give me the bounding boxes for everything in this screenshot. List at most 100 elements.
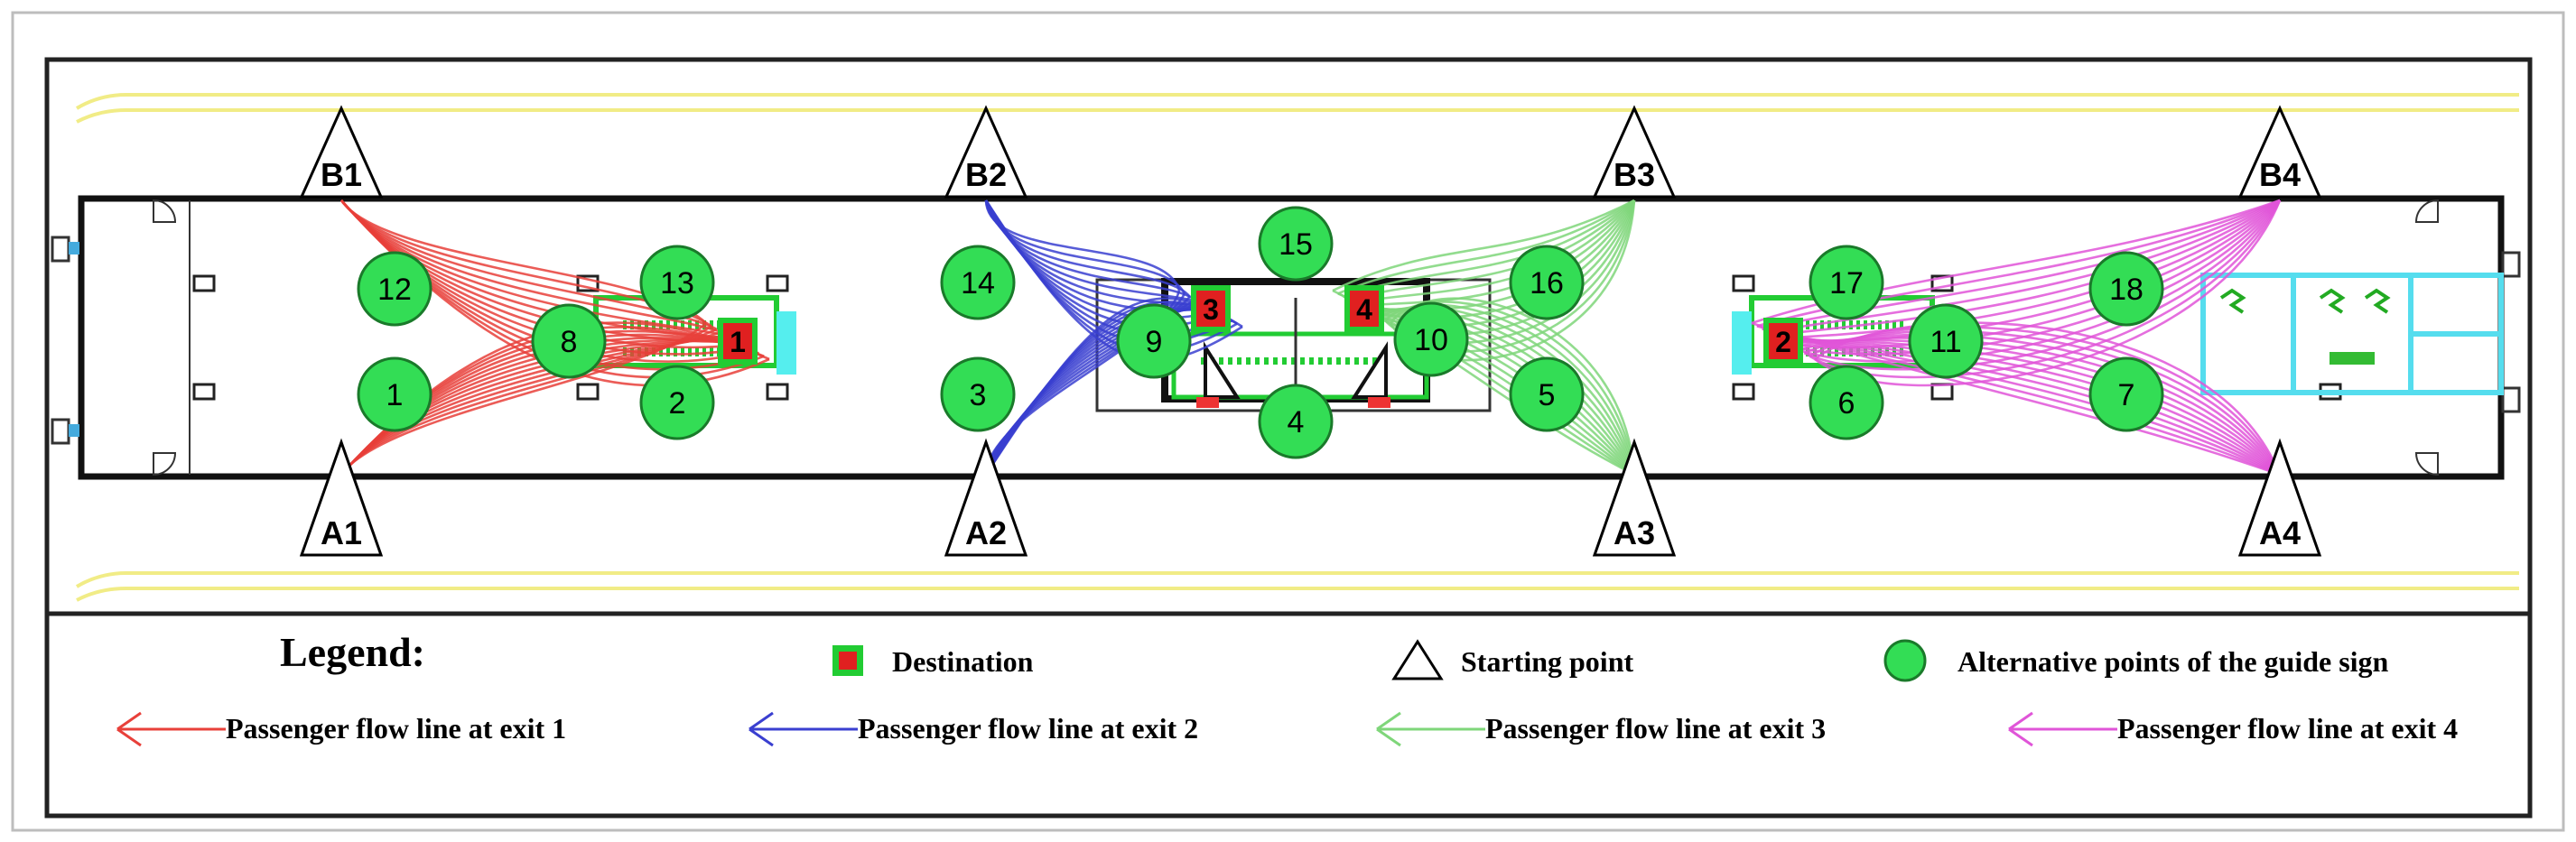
guide-point-label: 14	[961, 266, 995, 301]
starting-point-b3: B3	[1592, 105, 1677, 199]
legend: Legend: Destination Starting point Alter…	[116, 629, 2458, 747]
guide-point-11: 11	[1908, 303, 1984, 379]
guide-point-label: 5	[1539, 378, 1556, 412]
starting-point-label: B3	[1613, 156, 1655, 193]
guide-point-10: 10	[1393, 301, 1469, 377]
legend-flow-exit-1: Passenger flow line at exit 1	[116, 711, 566, 747]
flow-line-exit-4	[1778, 199, 2281, 339]
guide-point-2: 2	[639, 365, 715, 440]
guide-point-12: 12	[357, 251, 432, 327]
guide-point-label: 15	[1279, 227, 1313, 262]
starting-point-a4: A4	[2237, 438, 2322, 557]
flow-line-exit-4	[1814, 321, 2282, 476]
guide-point-9: 9	[1116, 303, 1192, 379]
destination-label: 1	[730, 326, 746, 358]
guide-point-15: 15	[1258, 206, 1334, 282]
guide-point-3: 3	[940, 356, 1016, 432]
guide-point-1: 1	[357, 356, 432, 432]
destination-1: 1	[718, 318, 758, 365]
legend-title: Legend:	[280, 629, 425, 675]
guide-point-label: 9	[1146, 325, 1163, 359]
destination-2: 2	[1763, 318, 1803, 365]
legend-flow-label: Passenger flow line at exit 2	[858, 712, 1198, 745]
legend-flow-exit-2: Passenger flow line at exit 2	[749, 711, 1198, 747]
guide-point-label: 3	[970, 378, 987, 412]
starting-point-a2: A2	[944, 438, 1028, 557]
guide-point-18: 18	[2088, 251, 2164, 327]
triangle-marker	[299, 438, 384, 557]
destination-label: 4	[1356, 293, 1372, 326]
guide-point-label: 8	[561, 325, 578, 359]
destination-label: 2	[1775, 326, 1791, 358]
flow-line-exit-3	[1353, 199, 1635, 304]
starting-point-a1: A1	[299, 438, 384, 557]
guide-point-label: 2	[669, 386, 686, 421]
legend-flow-exit-4: Passenger flow line at exit 4	[2008, 711, 2458, 747]
triangle-marker	[944, 105, 1028, 199]
starting-point-b4: B4	[2237, 105, 2322, 199]
starting-point-label: A4	[2259, 514, 2301, 551]
guide-point-label: 6	[1838, 386, 1855, 421]
flow-line-exit-4	[1772, 199, 2281, 337]
guide-point-4: 4	[1258, 384, 1334, 459]
triangle-marker	[1592, 438, 1677, 557]
guide-point-label: 1	[386, 378, 404, 412]
triangle-marker	[299, 105, 384, 199]
guide-point-label: 12	[377, 273, 412, 307]
flow-line-exit-4	[1799, 199, 2282, 363]
legend-guide-label: Alternative points of the guide sign	[1958, 645, 2389, 678]
legend-flow-lines: Passenger flow line at exit 1 Passenger f…	[116, 711, 2458, 747]
legend-destination-label: Destination	[892, 645, 1034, 678]
guide-point-label: 4	[1288, 405, 1305, 440]
guide-point-16: 16	[1509, 245, 1585, 320]
guide-point-17: 17	[1809, 245, 1884, 320]
legend-start-label: Starting point	[1461, 645, 1633, 678]
legend-guide-swatch	[1883, 639, 1927, 682]
triangle-marker	[2237, 105, 2322, 199]
triangle-marker	[1592, 105, 1677, 199]
flow-line-exit-3	[1348, 199, 1635, 301]
legend-flow-label: Passenger flow line at exit 3	[1485, 712, 1826, 745]
destination-label: 3	[1203, 293, 1219, 326]
arrow-icon	[2008, 711, 2117, 747]
guide-point-label: 17	[1829, 266, 1864, 301]
arrow-icon	[1376, 711, 1485, 747]
legend-start-swatch	[1391, 639, 1444, 680]
flow-line-exit-3	[1337, 199, 1635, 295]
starting-point-label: A1	[321, 514, 362, 551]
guide-point-label: 7	[2118, 378, 2135, 412]
guide-point-label: 18	[2109, 273, 2144, 307]
destinations: 1 2 3 4	[718, 285, 1803, 365]
guide-point-8: 8	[531, 303, 607, 379]
guide-point-7: 7	[2088, 356, 2164, 432]
starting-point-a3: A3	[1592, 438, 1677, 557]
flow-line-exit-3	[1332, 199, 1635, 292]
triangle-marker	[944, 438, 1028, 557]
flow-line-exit-3	[1359, 199, 1636, 307]
triangle-marker	[2237, 438, 2322, 557]
legend-flow-label: Passenger flow line at exit 1	[226, 712, 566, 745]
destination-4: 4	[1344, 285, 1384, 332]
legend-flow-exit-3: Passenger flow line at exit 3	[1376, 711, 1826, 747]
arrow-icon	[749, 711, 858, 747]
starting-point-label: A3	[1613, 514, 1655, 551]
guide-point-13: 13	[639, 245, 715, 320]
destination-3: 3	[1191, 285, 1231, 332]
guide-point-label: 10	[1414, 323, 1448, 357]
columns	[192, 274, 2342, 401]
arrow-icon	[116, 711, 226, 747]
guide-point-label: 16	[1530, 266, 1564, 301]
guide-point-label: 11	[1930, 325, 1961, 359]
guide-point-label: 13	[660, 266, 694, 301]
starting-point-label: B4	[2259, 156, 2301, 193]
starting-point-b2: B2	[944, 105, 1028, 199]
outer-frame	[11, 11, 2565, 832]
starting-point-label: A2	[965, 514, 1007, 551]
legend-flow-label: Passenger flow line at exit 4	[2117, 712, 2458, 745]
guide-point-5: 5	[1509, 356, 1585, 432]
roads	[75, 93, 2519, 602]
starting-point-label: B2	[965, 156, 1007, 193]
